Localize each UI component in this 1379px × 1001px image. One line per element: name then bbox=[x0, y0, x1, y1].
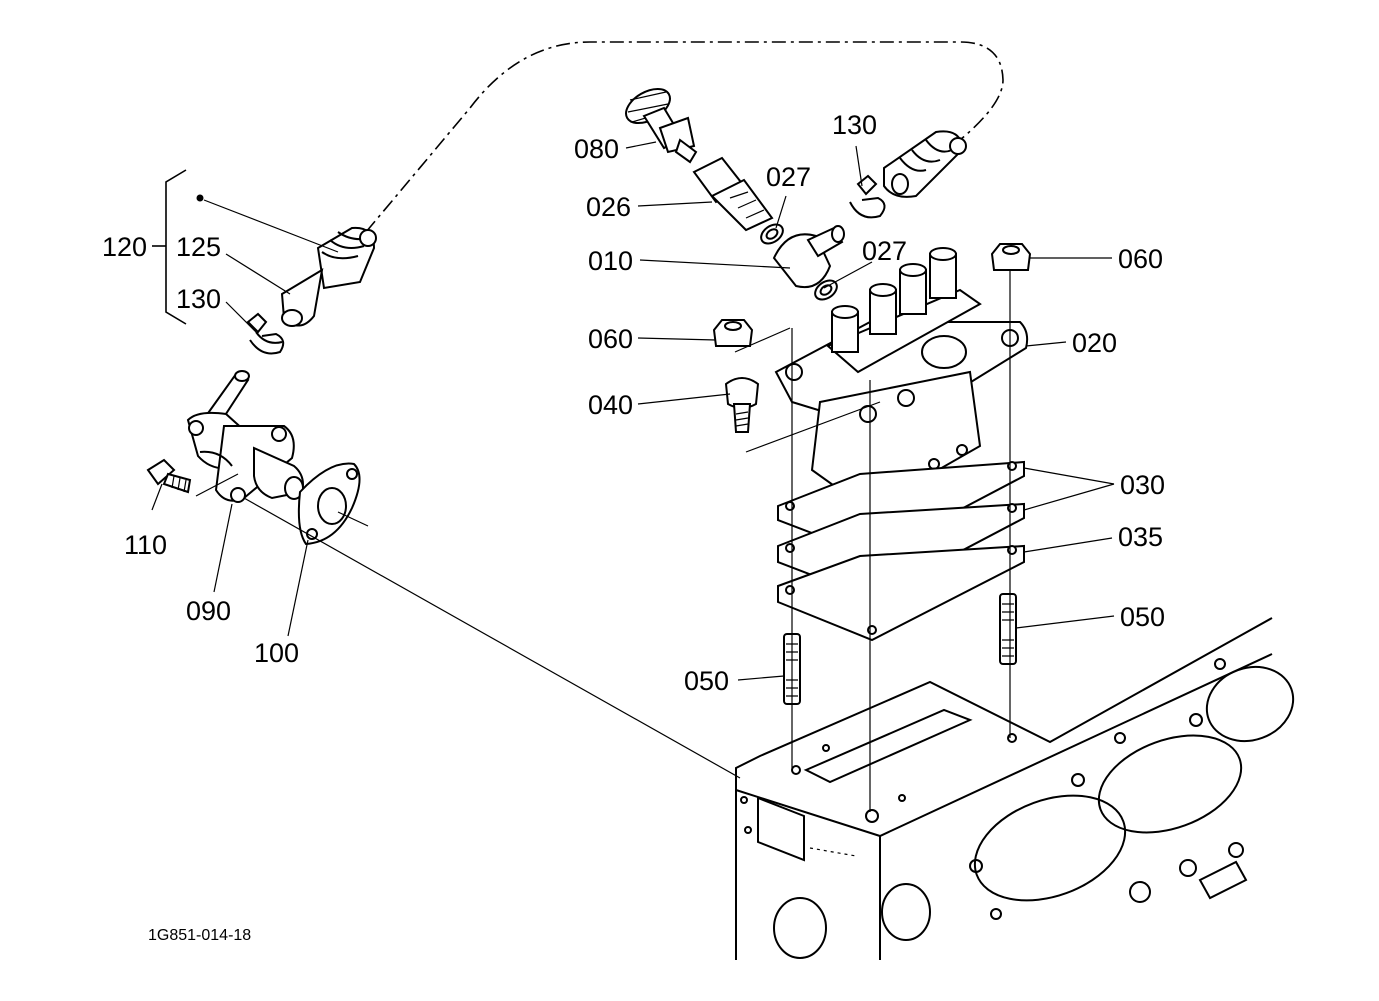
part-labels: 120 125 130 110 090 100 080 026 027 010 … bbox=[102, 110, 1165, 696]
label-060-right: 060 bbox=[1118, 244, 1163, 274]
engine-block bbox=[735, 617, 1295, 960]
screw-110 bbox=[146, 458, 192, 494]
hose-clamp-130-right bbox=[849, 174, 886, 219]
air-bleed-valve-080 bbox=[625, 87, 698, 164]
washer-027-mid bbox=[814, 279, 838, 301]
feed-pump-090 bbox=[186, 411, 304, 503]
label-050-right: 050 bbox=[1120, 602, 1165, 632]
label-060-left: 060 bbox=[588, 324, 633, 354]
label-026: 026 bbox=[586, 192, 631, 222]
nut-060-right bbox=[990, 243, 1032, 271]
label-080: 080 bbox=[574, 134, 619, 164]
label-027-mid: 027 bbox=[862, 236, 907, 266]
bracket-120 bbox=[152, 169, 204, 325]
label-110: 110 bbox=[124, 530, 167, 560]
bolt-040 bbox=[724, 377, 760, 433]
fuel-hose-right bbox=[883, 130, 967, 198]
label-130-right: 130 bbox=[832, 110, 877, 140]
stud-050-right bbox=[999, 593, 1017, 665]
label-130-left: 130 bbox=[176, 284, 221, 314]
leader-lines bbox=[151, 141, 1115, 681]
fuel-hose-125 bbox=[280, 226, 377, 327]
label-125: 125 bbox=[176, 232, 221, 262]
gasket-100 bbox=[297, 462, 361, 546]
alignment-lines bbox=[195, 270, 1011, 960]
label-035: 035 bbox=[1118, 522, 1163, 552]
label-027-top: 027 bbox=[766, 162, 811, 192]
union-026 bbox=[692, 156, 774, 232]
hose-clamp-130-left bbox=[246, 312, 285, 355]
label-050-left: 050 bbox=[684, 666, 729, 696]
washer-027-top bbox=[760, 223, 784, 245]
label-030: 030 bbox=[1120, 470, 1165, 500]
label-100: 100 bbox=[254, 638, 299, 668]
label-040: 040 bbox=[588, 390, 633, 420]
drawing-code: 1G851-014-18 bbox=[148, 927, 251, 944]
label-010: 010 bbox=[588, 246, 633, 276]
nut-060-left bbox=[712, 319, 754, 347]
label-020: 020 bbox=[1072, 328, 1117, 358]
banjo-010 bbox=[772, 225, 845, 288]
label-120: 120 bbox=[102, 232, 147, 262]
label-090: 090 bbox=[186, 596, 231, 626]
fuel-hose-route-line bbox=[365, 41, 1004, 233]
